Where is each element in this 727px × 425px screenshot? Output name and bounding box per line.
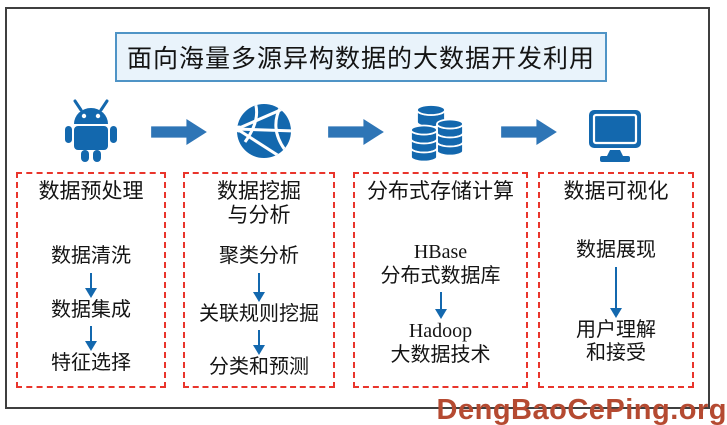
flow-step: 数据展现 bbox=[576, 239, 656, 262]
flow-step: HBase 分布式数据库 bbox=[380, 241, 501, 287]
stage-title: 数据挖掘 与分析 bbox=[217, 179, 301, 228]
flow-step: 用户理解 和接受 bbox=[576, 318, 656, 365]
down-arrow-icon bbox=[258, 330, 260, 347]
flow-step: Hadoop 大数据技术 bbox=[390, 320, 491, 366]
right-arrow-icon bbox=[151, 119, 207, 145]
stage-title: 分布式存储计算 bbox=[367, 179, 514, 203]
network-globe-icon bbox=[235, 104, 291, 158]
stage-title: 数据可视化 bbox=[563, 179, 669, 203]
diagram-title: 面向海量多源异构数据的大数据开发利用 bbox=[126, 46, 595, 73]
stage-box-preprocessing: 数据预处理 数据清洗 数据集成 特征选择 bbox=[16, 172, 166, 388]
stage-title: 数据预处理 bbox=[38, 179, 144, 203]
flow-step: 特征选择 bbox=[51, 352, 131, 375]
flow-step: 数据清洗 bbox=[51, 245, 131, 268]
down-arrow-icon bbox=[90, 326, 92, 343]
flow-step: 分类和预测 bbox=[209, 356, 309, 379]
database-cluster-icon bbox=[410, 104, 464, 163]
flow-step: 聚类分析 bbox=[219, 245, 299, 268]
down-arrow-icon bbox=[90, 272, 92, 289]
flow-step: 数据集成 bbox=[51, 298, 131, 321]
right-arrow-icon bbox=[501, 119, 557, 145]
flow-step: 关联规则挖掘 bbox=[199, 302, 319, 325]
right-arrow-icon bbox=[328, 119, 384, 145]
stage-box-mining-analysis: 数据挖掘 与分析 聚类分析 关联规则挖掘 分类和预测 bbox=[183, 172, 335, 388]
watermark-text: DengBaoCePing.org bbox=[436, 394, 727, 425]
stage-box-visualization: 数据可视化 数据展现 用户理解 和接受 bbox=[538, 172, 694, 388]
diagram-title-box: 面向海量多源异构数据的大数据开发利用 bbox=[115, 32, 607, 82]
outer-frame bbox=[5, 7, 710, 409]
android-robot-icon bbox=[65, 99, 117, 162]
down-arrow-icon bbox=[439, 292, 442, 311]
computer-monitor-icon bbox=[589, 110, 641, 162]
down-arrow-icon bbox=[258, 272, 260, 293]
down-arrow-icon bbox=[615, 266, 617, 309]
stage-box-distributed-storage: 分布式存储计算 HBase 分布式数据库 Hadoop 大数据技术 bbox=[353, 172, 528, 388]
